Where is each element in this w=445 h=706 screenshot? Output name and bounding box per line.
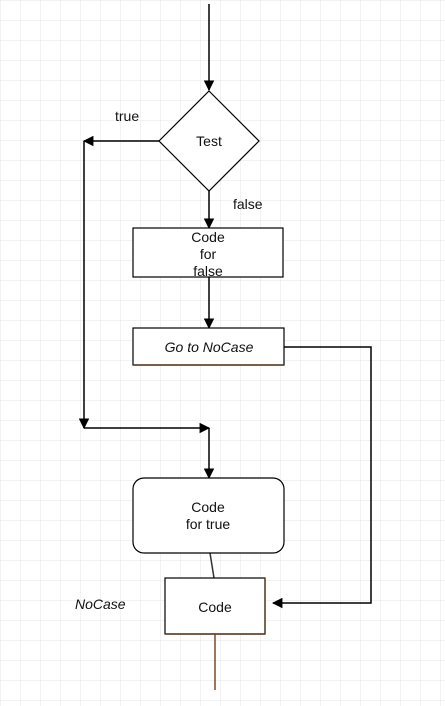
goto-to-code-arrow: [271, 346, 372, 609]
decision-label: Test: [196, 133, 222, 149]
goto-node: Go to NoCase: [132, 327, 285, 366]
decision-node: Test: [158, 90, 260, 192]
label-line: for true: [186, 516, 231, 532]
code-true-box: [132, 477, 285, 554]
code-false-box: [132, 227, 284, 278]
code-node: Code: [164, 577, 266, 635]
true-to-code-line: [209, 552, 215, 579]
label-line: Code: [191, 229, 225, 245]
label-line: false: [193, 263, 223, 279]
false-edge-label: false: [233, 196, 263, 212]
connectors: [78, 4, 372, 690]
goto-box: [132, 327, 285, 366]
nocase-annotation: NoCase: [75, 596, 126, 612]
code-box: [164, 577, 266, 635]
goto-label: Go to NoCase: [165, 339, 254, 355]
code-label: Code: [198, 599, 232, 615]
decision-diamond: [158, 90, 260, 192]
label-line: Code: [191, 499, 225, 515]
true-edge-label: true: [115, 108, 139, 124]
label-line: for: [200, 246, 217, 262]
